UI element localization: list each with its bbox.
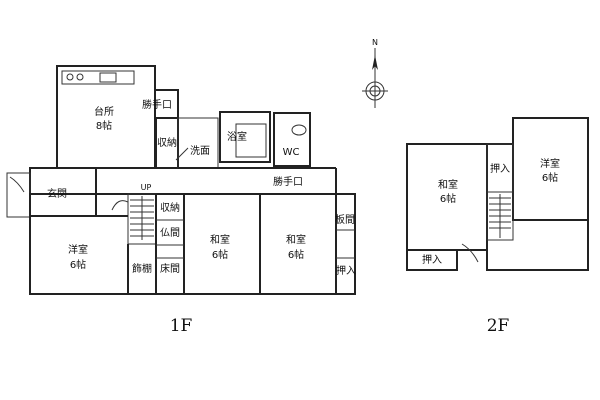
compass-north-label: N [372,38,378,47]
japanese-room1-label: 和室 [210,233,230,246]
compass-icon [362,48,388,108]
kitchen-label: 台所 [94,105,114,118]
storage2-label: 収納 [160,201,180,214]
stairs-2f [486,191,514,241]
kitchen-size: 8帖 [96,119,112,132]
japanese-room2-size: 6帖 [288,248,304,261]
stairs-up-label: UP [141,183,152,192]
shelf-label: 飾棚 [132,262,152,275]
floor2-label: 2F [487,316,510,336]
closet-2f-2 [406,249,458,271]
closet-label: 押入 [336,264,356,277]
western-room-2f-label: 洋室 [540,157,560,170]
japanese-room1-size: 6帖 [212,248,228,261]
western-room-2f-size: 6帖 [542,171,558,184]
western-room-size: 6帖 [70,258,86,271]
washroom-room [177,117,219,169]
alcove-label: 床間 [160,262,180,275]
service-entrance-label-1: 勝手口 [142,98,172,111]
wc-room [273,112,311,167]
plank-closet-label: 板間 [335,213,355,226]
floor1-plan [6,65,356,295]
bathroom-room [219,111,271,163]
japanese-room2-label: 和室 [286,233,306,246]
bathroom-label: 浴室 [227,130,247,143]
toilet-icon [291,124,307,136]
stove-icon [66,73,74,81]
porch [6,172,31,218]
floor1-label: 1F [170,316,193,336]
japanese-room-2f-label: 和室 [438,178,458,191]
western-room-label: 洋室 [68,243,88,256]
storage-label: 収納 [157,136,177,149]
wc-label: WC [283,147,300,158]
altar-label: 仏間 [160,227,180,239]
floor2-plan [406,117,589,271]
closet-2f-2-label: 押入 [422,253,442,266]
japanese-room-2f-size: 6帖 [440,192,456,205]
bathtub-icon [235,123,267,158]
sink-icon [99,72,117,83]
service-entrance-label-2: 勝手口 [273,175,303,188]
entrance-label: 玄関 [47,187,67,200]
kitchen-counter [61,70,135,85]
washroom-label: 洗面 [190,145,210,157]
closet-2f-1-label: 押入 [490,162,510,175]
